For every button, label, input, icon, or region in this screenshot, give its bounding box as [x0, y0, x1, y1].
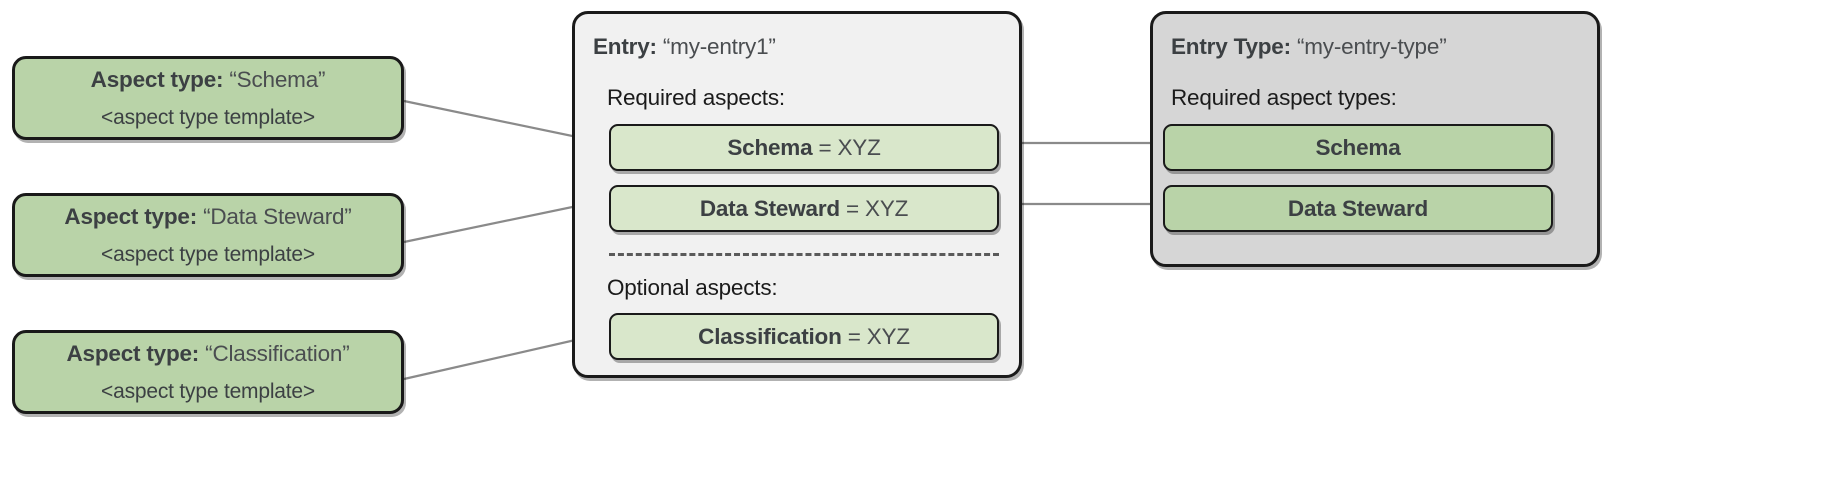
entry-type-required-label: Required aspect types: — [1171, 85, 1397, 110]
entry-aspect-name: Data Steward — [699, 195, 840, 221]
aspect-type-template-text: <aspect type template> — [101, 105, 315, 129]
entry-aspect-row-text: Data Steward = XYZ — [699, 195, 909, 222]
entry-aspect-name: Schema — [727, 134, 813, 160]
aspect-type-card-schema[interactable]: Aspect type: “Schema” <aspect type templ… — [12, 56, 404, 140]
aspect-type-template-text: <aspect type template> — [101, 379, 315, 403]
required-optional-divider — [609, 253, 999, 256]
aspect-type-card-data-steward[interactable]: Aspect type: “Data Steward” <aspect type… — [12, 193, 404, 277]
entry-aspect-value: = XYZ — [847, 323, 910, 349]
entry-type-row-name: Schema — [1315, 134, 1401, 160]
aspect-type-name: “Classification” — [205, 340, 350, 366]
aspect-type-label: Aspect type: — [64, 203, 198, 229]
aspect-type-card-classification[interactable]: Aspect type: “Classification” <aspect ty… — [12, 330, 404, 414]
aspect-type-name: “Schema” — [229, 66, 326, 92]
entry-heading: Entry: “my-entry1” — [593, 34, 776, 60]
entry-type-panel[interactable]: Entry Type: “my-entry-type” Required asp… — [1150, 11, 1600, 267]
entry-type-heading: Entry Type: “my-entry-type” — [1171, 34, 1447, 60]
entry-label: Entry: — [593, 34, 657, 59]
aspect-type-name: “Data Steward” — [203, 203, 352, 229]
entry-aspect-name: Classification — [698, 323, 842, 349]
aspect-type-card-title: Aspect type: “Classification” — [66, 341, 349, 367]
entry-aspect-row-data-steward[interactable]: Data Steward = XYZ — [609, 185, 999, 232]
entry-optional-aspects-label: Optional aspects: — [607, 275, 778, 300]
entry-required-aspects-label: Required aspects: — [607, 85, 785, 110]
entry-aspect-row-schema[interactable]: Schema = XYZ — [609, 124, 999, 171]
entry-aspect-row-text: Classification = XYZ — [698, 324, 910, 350]
aspect-type-label: Aspect type: — [90, 66, 224, 92]
entry-aspect-row-text: Schema = XYZ — [727, 134, 881, 161]
entry-aspect-value: = XYZ — [818, 134, 881, 160]
aspect-type-label: Aspect type: — [66, 340, 200, 366]
entry-type-label: Entry Type: — [1171, 34, 1291, 59]
entry-type-row-schema[interactable]: Schema — [1163, 124, 1553, 171]
entry-aspect-value: = XYZ — [846, 195, 909, 221]
entry-type-row-name: Data Steward — [1287, 195, 1429, 221]
entry-name: “my-entry1” — [662, 34, 776, 59]
entry-aspect-row-classification[interactable]: Classification = XYZ — [609, 313, 999, 360]
entry-type-row-data-steward[interactable]: Data Steward — [1163, 185, 1553, 232]
entry-type-name: “my-entry-type” — [1296, 34, 1447, 59]
entry-panel[interactable]: Entry: “my-entry1” Required aspects: Sch… — [572, 11, 1022, 378]
aspect-type-card-title: Aspect type: “Data Steward” — [64, 204, 351, 230]
aspect-type-template-text: <aspect type template> — [101, 242, 315, 266]
aspect-type-card-title: Aspect type: “Schema” — [91, 67, 326, 93]
